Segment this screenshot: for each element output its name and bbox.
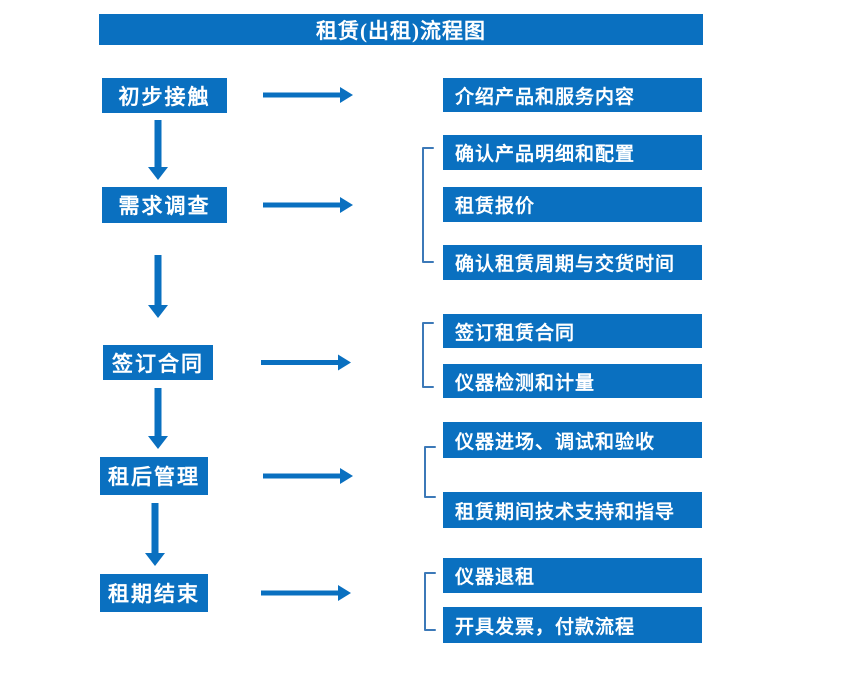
detail-instrument-testing: 仪器检测和计量: [443, 364, 702, 398]
detail-rental-quotation: 租赁报价: [443, 187, 702, 222]
title-bar: 租赁(出租)流程图: [99, 14, 703, 45]
detail-confirm-period-delivery: 确认租赁周期与交货时间: [443, 245, 702, 280]
step-post-rental-management: 租后管理: [100, 457, 208, 495]
detail-introduce-products: 介绍产品和服务内容: [443, 78, 702, 112]
detail-instrument-setup-acceptance: 仪器进场、调试和验收: [443, 422, 702, 458]
arrow-sign-contract-to-details: [261, 354, 351, 371]
step-sign-contract: 签订合同: [103, 345, 213, 380]
bracket-demand-survey-details: [422, 147, 434, 263]
step-lease-end: 租期结束: [100, 574, 208, 612]
bracket-post-rental-details: [424, 446, 436, 498]
bracket-lease-end-details: [424, 572, 436, 631]
arrow-step4-to-step5: [145, 503, 165, 566]
page-title: 租赁(出租)流程图: [316, 18, 486, 43]
detail-instrument-return: 仪器退租: [443, 558, 702, 593]
arrow-lease-end-to-details: [261, 585, 351, 601]
detail-confirm-product-config: 确认产品明细和配置: [443, 135, 702, 170]
arrow-step2-to-step3: [148, 255, 168, 318]
arrow-post-rental-to-details: [263, 468, 353, 484]
step-initial-contact: 初步接触: [102, 78, 227, 113]
arrow-step1-to-step2: [148, 120, 168, 180]
detail-sign-rental-contract: 签订租赁合同: [443, 314, 702, 348]
bracket-sign-contract-details: [422, 322, 434, 388]
step-demand-survey: 需求调查: [102, 187, 227, 223]
arrow-step3-to-step4: [148, 388, 168, 449]
arrow-initial-contact-to-details: [263, 87, 353, 103]
detail-invoice-payment: 开具发票，付款流程: [443, 607, 702, 643]
arrow-demand-survey-to-details: [263, 197, 353, 213]
detail-rental-tech-support: 租赁期间技术支持和指导: [443, 492, 702, 528]
